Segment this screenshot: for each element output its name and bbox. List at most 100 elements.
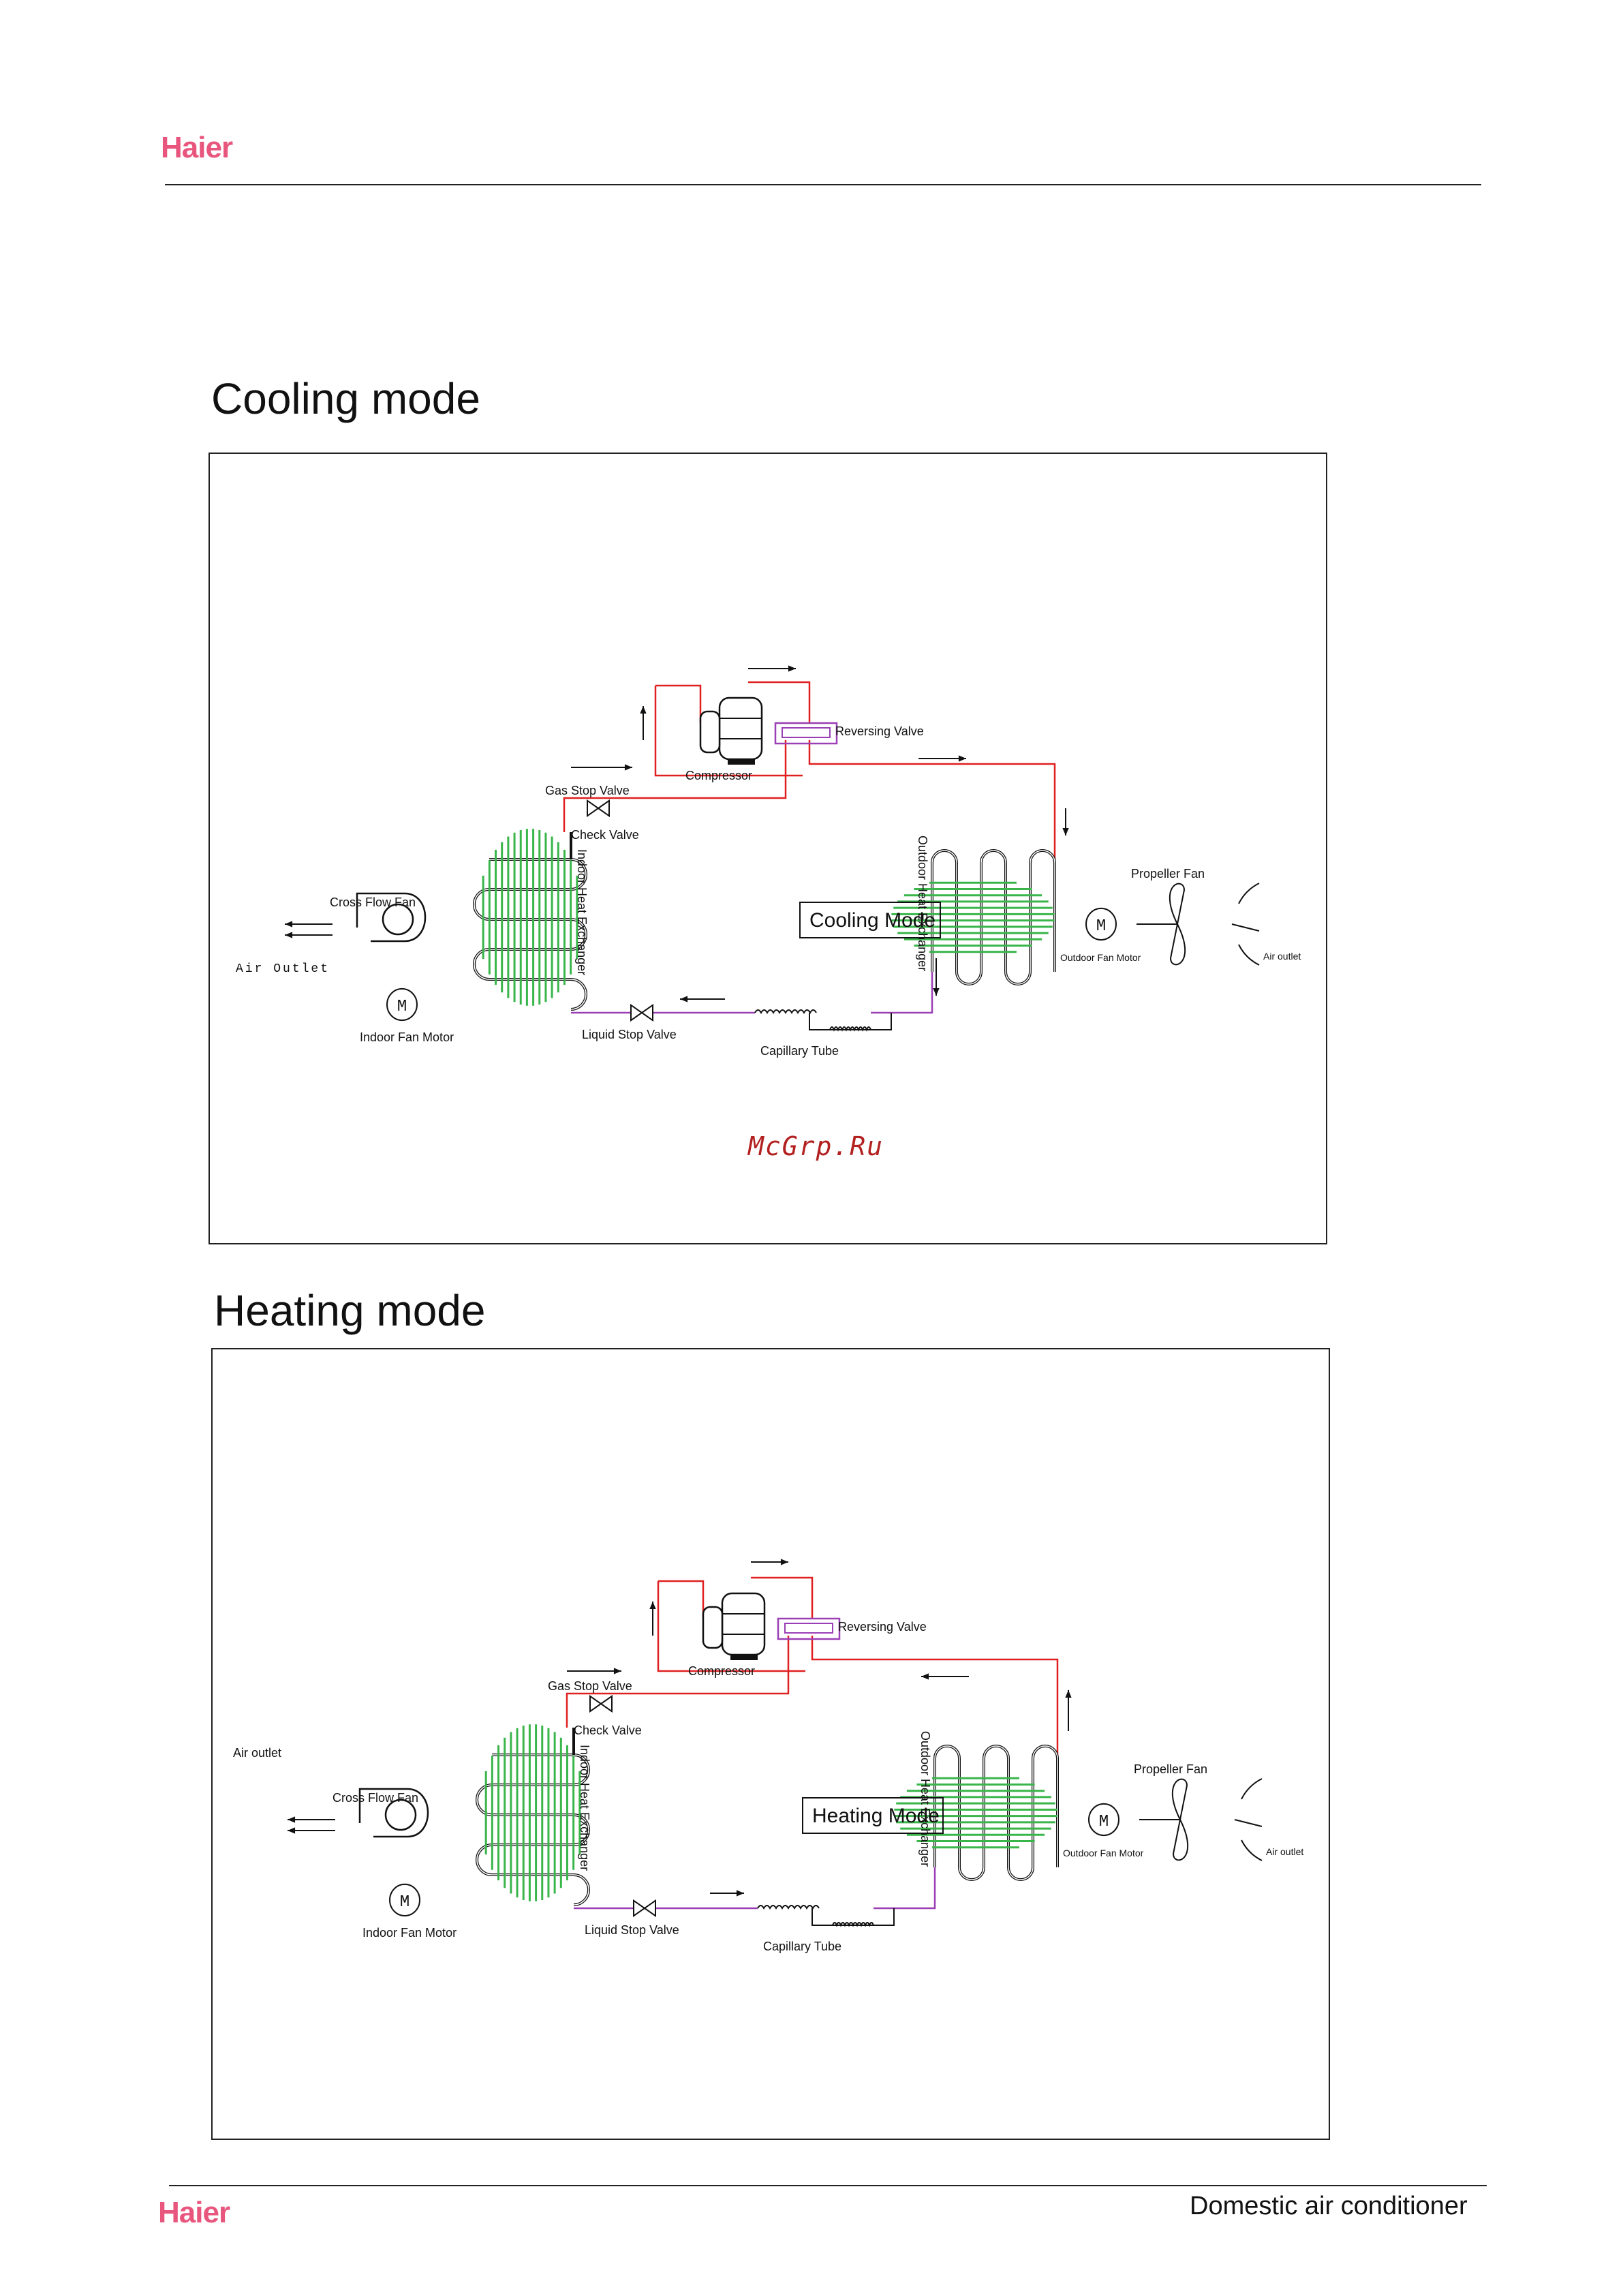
outdoor-heat-exchanger-label: Outdoor Heat Exchanger: [918, 1731, 932, 1867]
hot-gas-line: [811, 1636, 1059, 1765]
cross-flow-fan-label: Cross Flow Fan: [330, 896, 416, 909]
propeller-fan-label: Propeller Fan: [1134, 1762, 1207, 1776]
air-outlet-right-label: Air outlet: [1263, 951, 1301, 962]
flow-arrow-icon: [751, 1559, 788, 1565]
hot-gas-line: [751, 1576, 814, 1619]
propeller-fan-icon: [1139, 1778, 1189, 1861]
mode-label-box: [802, 1797, 944, 1834]
indoor-heat-exchanger-label: Indoor Heat Exchanger: [578, 1745, 591, 1871]
gas-stop-valve-label: Gas Stop Valve: [548, 1679, 632, 1693]
compressor-label: Compressor: [688, 1664, 755, 1678]
liquid-line: [874, 1867, 936, 1910]
indoor-heat-exchanger-coil: [476, 1754, 590, 1906]
outdoor-heat-exchanger-label: Outdoor Heat Exchanger: [916, 836, 929, 971]
flow-arrow-icon: [921, 1673, 969, 1680]
hot-gas-line: [748, 681, 811, 723]
capillary-coil: [754, 1009, 817, 1015]
liquid-line: [871, 972, 933, 1014]
liquid-stop-valve-label: Liquid Stop Valve: [582, 1028, 677, 1041]
hot-gas-line: [591, 740, 787, 799]
flow-arrow-icon: [285, 921, 333, 928]
cross-flow-fan-label: Cross Flow Fan: [333, 1791, 418, 1805]
air-outlet-left-label: Air outlet: [233, 1746, 281, 1760]
capillary-bypass: [809, 1013, 892, 1030]
outdoor-heat-exchanger-coil: [931, 849, 1056, 985]
gas-stop-valve-label: Gas Stop Valve: [545, 784, 630, 797]
liquid-stop-valve-label: Liquid Stop Valve: [585, 1923, 679, 1937]
stop-valve-icon: [633, 1899, 656, 1918]
compressor-icon: [702, 1592, 766, 1660]
indoor-heat-exchanger-coil: [473, 858, 587, 1011]
svg-text:M: M: [1099, 1813, 1109, 1831]
cross-flow-fan-icon: [358, 1788, 429, 1838]
footer-title: Domestic air conditioner: [1190, 2192, 1468, 2220]
hot-gas-line: [808, 740, 1056, 870]
reversing-valve-icon: [777, 1617, 841, 1640]
hot-gas-line: [563, 797, 591, 832]
indoor-fins: [482, 829, 578, 1006]
flow-arrow-icon: [288, 1827, 335, 1834]
hot-gas-line: [657, 1581, 805, 1672]
air-stream: [1241, 1839, 1263, 1861]
motor-icon: M: [386, 988, 418, 1022]
capillary-coil: [757, 1905, 820, 1910]
hot-gas-line: [654, 686, 803, 777]
indoor-fan-motor-label: Indoor Fan Motor: [362, 1926, 457, 1940]
footer-rule: [169, 2185, 1487, 2186]
outdoor-fan-motor-label: Outdoor Fan Motor: [1063, 1848, 1144, 1858]
heating-section-title: Heating mode: [214, 1286, 486, 1335]
hot-gas-line: [655, 684, 702, 723]
flow-arrow-icon: [748, 665, 796, 672]
air-stream: [1234, 1819, 1263, 1827]
flow-arrow-icon: [285, 932, 333, 938]
indoor-heat-exchanger-label: Indoor Heat Exchanger: [575, 849, 589, 975]
header-rule: [165, 184, 1481, 185]
svg-text:M: M: [400, 1893, 410, 1912]
stop-valve-icon: [587, 799, 610, 818]
flow-arrow-icon: [288, 1816, 335, 1823]
outdoor-heat-exchanger-coil: [933, 1745, 1059, 1881]
air-stream: [1238, 944, 1260, 966]
motor-icon: M: [389, 1883, 420, 1917]
reversing-valve-icon: [774, 722, 838, 745]
flow-arrow-icon: [649, 1602, 656, 1636]
flow-arrow-icon: [567, 1668, 621, 1674]
flow-arrow-icon: [680, 996, 725, 1002]
cross-flow-fan-icon: [356, 892, 427, 943]
cooling-section-title: Cooling mode: [211, 374, 480, 423]
hot-gas-line: [566, 1692, 594, 1728]
mode-label-box: [799, 902, 941, 938]
indoor-fins: [484, 1724, 581, 1901]
air-outlet-right-label: Air outlet: [1266, 1846, 1303, 1857]
indoor-fan-motor-label: Indoor Fan Motor: [360, 1030, 454, 1044]
motor-icon: M: [1088, 1803, 1119, 1837]
capillary-coil: [829, 1026, 871, 1032]
capillary-tube-label: Capillary Tube: [760, 1044, 839, 1058]
air-outlet-left-label: Air Outlet: [236, 962, 330, 976]
footer-logo: Haier: [158, 2196, 230, 2229]
flow-arrow-icon: [933, 958, 940, 996]
flow-arrow-icon: [918, 755, 966, 762]
reversing-valve-label: Reversing Valve: [835, 724, 924, 738]
capillary-tube-label: Capillary Tube: [763, 1940, 841, 1953]
mode-label-text: Cooling Mode: [809, 909, 936, 932]
outdoor-fins: [891, 881, 1055, 953]
motor-icon: M: [1085, 907, 1117, 941]
capillary-coil: [832, 1922, 874, 1927]
hot-gas-line: [594, 1636, 790, 1695]
propeller-fan-label: Propeller Fan: [1131, 867, 1205, 881]
flow-arrow-icon: [710, 1890, 744, 1897]
svg-text:M: M: [1096, 917, 1107, 936]
flow-arrow-icon: [640, 706, 647, 740]
stop-valve-icon: [630, 1003, 653, 1022]
stop-valve-icon: [589, 1694, 613, 1713]
air-stream: [1241, 1778, 1263, 1800]
outdoor-fins: [894, 1777, 1057, 1849]
svg-text:M: M: [397, 998, 407, 1016]
check-valve-label: Check Valve: [571, 828, 639, 842]
